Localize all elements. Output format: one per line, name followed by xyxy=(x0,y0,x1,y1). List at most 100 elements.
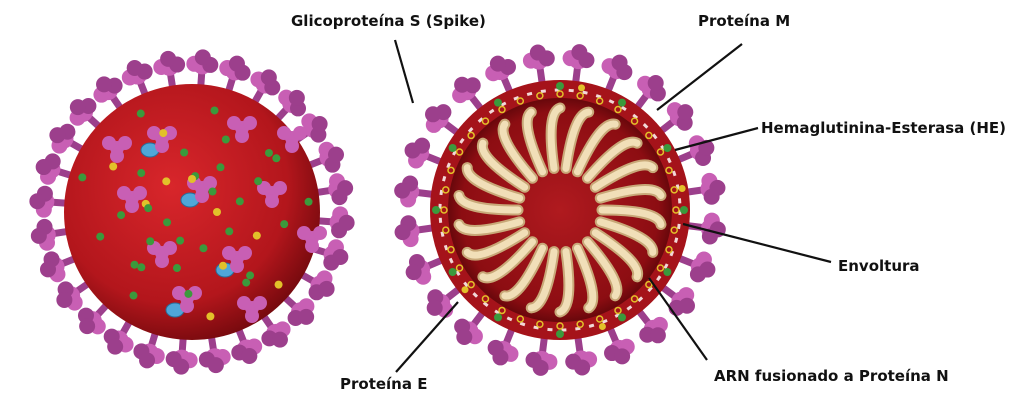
spike-head-lobe xyxy=(272,332,288,348)
spike-head-lobe xyxy=(261,69,277,85)
protein-m-dot xyxy=(199,244,207,252)
protein-m-dot xyxy=(209,187,217,195)
spike-head-lobe xyxy=(241,348,257,364)
spike-head-lobe xyxy=(227,116,241,130)
protein-e-dot xyxy=(213,208,221,216)
spike-protein xyxy=(425,104,461,135)
spike-head-lobe xyxy=(339,215,355,231)
spike-head-lobe xyxy=(155,139,169,153)
spike-head-lobe xyxy=(79,318,95,334)
spike-head-lobe xyxy=(245,309,259,323)
spike-head-lobe xyxy=(253,296,267,310)
protein-m-dot xyxy=(663,268,671,276)
spike-head-lobe xyxy=(229,56,245,72)
protein-m-dot xyxy=(449,268,457,276)
label-spike: Glicoproteína S (Spike) xyxy=(291,12,486,30)
spike-protein xyxy=(261,312,290,347)
protein-m-dot xyxy=(618,313,626,321)
spike-head-lobe xyxy=(699,262,715,278)
spike-head-lobe xyxy=(405,142,421,158)
leader-protein-e xyxy=(396,302,458,372)
spike-head-lobe xyxy=(427,300,443,316)
spike-head-lobe xyxy=(147,126,161,140)
protein-m-dot xyxy=(432,206,440,214)
protein-m-dot xyxy=(137,110,145,118)
spike-head-lobe xyxy=(163,241,177,255)
spike-head-lobe xyxy=(139,352,155,368)
spike-head-lobe xyxy=(492,349,508,365)
spike-head-lobe xyxy=(230,259,244,273)
protein-m-dot xyxy=(449,144,457,152)
spike-head-lobe xyxy=(31,228,47,244)
spike-head-lobe xyxy=(395,224,411,240)
label-protein-m: Proteína M xyxy=(698,12,790,30)
spike-head-lobe xyxy=(56,292,72,308)
leader-protein-m xyxy=(657,44,742,110)
spike-head-lobe xyxy=(110,149,124,163)
protein-e-dot xyxy=(159,129,167,137)
protein-m-dot xyxy=(236,197,244,205)
spike-head-lobe xyxy=(490,56,506,72)
spike-head-lobe xyxy=(319,281,335,297)
spike-head-lobe xyxy=(648,75,664,91)
protein-e-dot xyxy=(219,262,227,270)
label-he: Hemaglutinina-Esterasa (HE) xyxy=(761,119,1006,137)
protein-m-dot xyxy=(78,173,86,181)
protein-m-dot xyxy=(680,206,688,214)
spike-head-lobe xyxy=(195,189,209,203)
protein-m-dot xyxy=(242,279,250,287)
spike-head-lobe xyxy=(40,261,56,277)
protein-m-dot xyxy=(246,271,254,279)
protein-m-dot xyxy=(180,149,188,157)
protein-m-dot xyxy=(494,313,502,321)
spike-head-lobe xyxy=(243,116,257,130)
spike-head-lobe xyxy=(173,359,189,375)
spike-head-lobe xyxy=(107,339,123,355)
protein-m-dot xyxy=(556,330,564,338)
spike-head-lobe xyxy=(277,126,291,140)
protein-e-dot xyxy=(578,84,585,91)
spike-head-lobe xyxy=(650,327,666,343)
spike-head-lobe xyxy=(29,193,45,209)
protein-e-dot xyxy=(679,185,686,192)
spike-head-lobe xyxy=(297,226,311,240)
spike-protein xyxy=(452,77,484,113)
spike-head-lobe xyxy=(118,136,132,150)
spike-head-lobe xyxy=(237,296,251,310)
spike-head-lobe xyxy=(273,181,287,195)
spike-protein xyxy=(93,76,122,111)
spike-head-lobe xyxy=(298,309,314,325)
label-rna: ARN fusionado a Proteína N xyxy=(714,367,949,385)
protein-m-dot xyxy=(494,99,502,107)
spike-protein xyxy=(658,102,694,134)
spike-head-lobe xyxy=(425,106,441,122)
spike-head-lobe xyxy=(454,77,470,93)
spike-head-lobe xyxy=(571,44,587,60)
spike-head-lobe xyxy=(172,286,186,300)
spike-head-lobe xyxy=(49,127,65,143)
spike-protein xyxy=(454,309,485,345)
protein-m-dot xyxy=(556,82,564,90)
protein-m-dot xyxy=(265,149,273,157)
protein-e-dot xyxy=(462,286,469,293)
spike-head-lobe xyxy=(312,116,328,132)
leader-spike xyxy=(395,40,413,103)
label-envelope: Envoltura xyxy=(838,257,920,275)
protein-m-dot xyxy=(225,227,233,235)
protein-e-dot xyxy=(599,323,606,330)
spike-head-lobe xyxy=(238,246,252,260)
protein-m-dot xyxy=(176,237,184,245)
spike-head-lobe xyxy=(160,51,176,67)
spike-protein xyxy=(70,98,103,129)
spike-head-lobe xyxy=(180,299,194,313)
protein-m-dot xyxy=(618,99,626,107)
protein-m-dot xyxy=(184,290,192,298)
protein-m-dot xyxy=(211,106,219,114)
spike-head-lobe xyxy=(337,180,353,196)
spike-head-lobe xyxy=(293,126,307,140)
spike-head-lobe xyxy=(612,55,628,71)
spike-head-lobe xyxy=(679,298,695,314)
spike-head-lobe xyxy=(394,183,410,199)
protein-m-dot xyxy=(272,154,280,162)
